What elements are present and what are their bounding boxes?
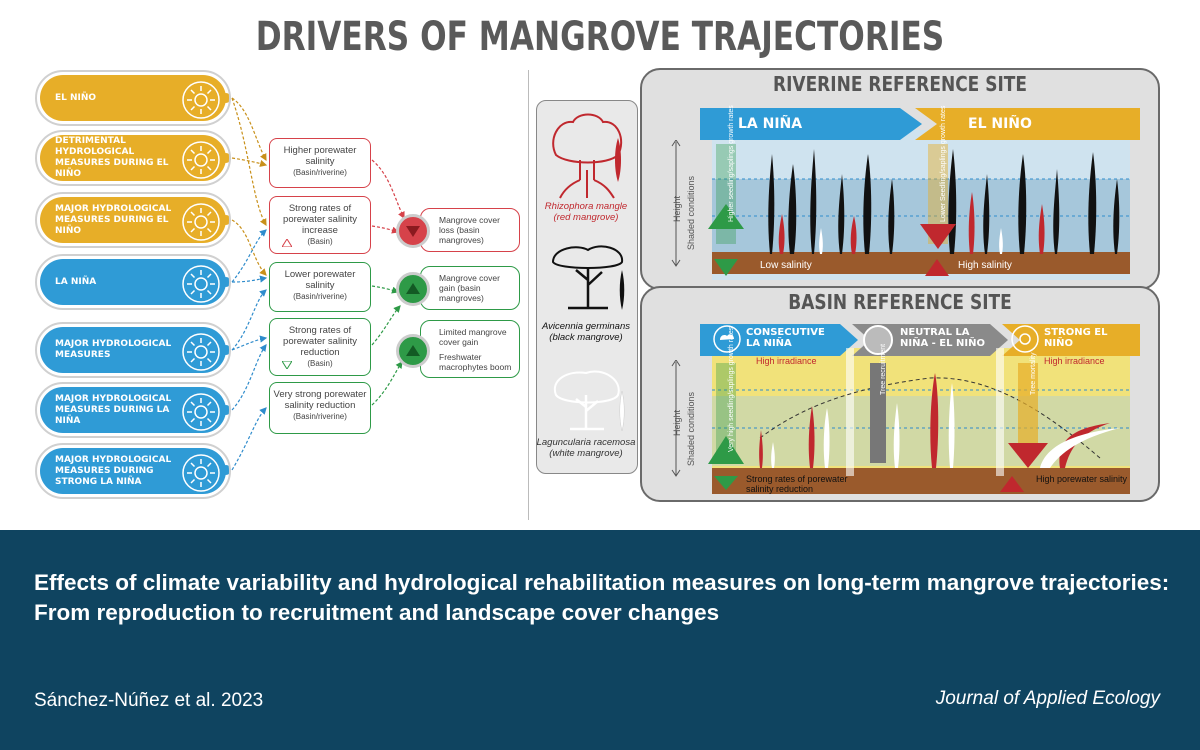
sun-icon [182, 393, 220, 431]
basin-height-axis [671, 360, 681, 477]
driver-major-la-nina: MAJOR HYDROLOGICAL MEASURES DURING LA NI… [35, 382, 231, 438]
effect-label: Strong rates of porewater salinity reduc… [283, 325, 357, 358]
effect-higher-salinity: Higher porewater salinity (Basin/riverin… [269, 138, 371, 188]
species-common-black: (black mangrove) [549, 332, 623, 343]
triangle-down-icon [282, 361, 292, 369]
outcome-label: Limited mangrove cover gain [439, 327, 507, 347]
outcome-limited-gain: Limited mangrove cover gain Freshwater m… [420, 320, 520, 378]
species-common-white: (white mangrove) [549, 448, 623, 459]
effect-sub: (Basin) [307, 237, 333, 246]
sun-icon [182, 81, 220, 119]
riverine-title: RIVERINE REFERENCE SITE [772, 72, 1027, 96]
sun-icon [182, 454, 220, 492]
driver-label: MAJOR HYDROLOGICAL MEASURES DURING STRON… [55, 454, 172, 487]
triangle-up-badge-icon [396, 334, 430, 368]
sun-icon [1011, 325, 1039, 353]
driver-major-hydrological: MAJOR HYDROLOGICAL MEASURES [35, 322, 231, 378]
section-divider [528, 70, 529, 520]
driver-label: MAJOR HYDROLOGICAL MEASURES [55, 339, 172, 360]
sun-icon [182, 141, 220, 179]
basin-irradiance-3: High irradiance [1044, 356, 1105, 366]
triangle-up-icon [282, 239, 292, 247]
basin-col3-label: STRONG EL NIÑO [1044, 327, 1108, 349]
journal-name: Journal of Applied Ecology [935, 688, 1160, 709]
driver-la-nina: LA NIÑA [35, 254, 231, 310]
effect-lower-salinity: Lower porewater salinity (Basin/riverine… [269, 262, 371, 312]
black-mangrove-icon [551, 245, 625, 310]
outcome-label: Mangrove cover gain (basin mangroves) [439, 273, 500, 303]
riverine-la-nina-label: LA NIÑA [738, 116, 803, 132]
effect-label: Lower porewater salinity [284, 269, 356, 291]
driver-label: MAJOR HYDROLOGICAL MEASURES DURING LA NI… [55, 393, 172, 426]
outcome-label-2: Freshwater macrophytes boom [439, 352, 512, 372]
footer-band [0, 530, 1200, 750]
triangle-down-badge-icon [396, 214, 430, 248]
page-title: DRIVERS OF MANGROVE TRAJECTORIES [255, 14, 945, 60]
effect-salinity-increase: Strong rates of porewater salinity incre… [269, 196, 371, 254]
effect-sub: (Basin/riverine) [293, 292, 347, 301]
driver-label: MAJOR HYDROLOGICAL MEASURES DURING EL NI… [55, 203, 172, 236]
basin-bottom-left: Strong rates of porewater salinity reduc… [746, 474, 848, 494]
outcome-cover-gain: Mangrove cover gain (basin mangroves) [420, 266, 520, 310]
effect-sub: (Basin/riverine) [293, 412, 347, 421]
white-mangrove-icon [553, 370, 625, 432]
triangle-up-icon [406, 283, 420, 294]
basin-arrow-3-label: Tree mortality [1030, 352, 1037, 395]
effect-label: Very strong porewater salinity reduction [273, 389, 367, 411]
riverine-arrow-left-label: Higher seedling/saplings growth rates [728, 105, 735, 222]
riverine-height-axis [671, 140, 681, 267]
paper-authors: Sánchez-Núñez et al. 2023 [34, 690, 264, 711]
basin-arrow-2-label: Tree recruitment [880, 343, 887, 395]
basin-arrow-1-label: Very high seedling/saplings growth rates [728, 326, 735, 452]
driver-label: EL NIÑO [55, 92, 97, 103]
riverine-low-salinity: Low salinity [760, 260, 812, 271]
riverine-arrow-right-label: Lower Seedling/saplings growth rates [940, 105, 947, 222]
riverine-high-salinity: High salinity [958, 260, 1012, 271]
effect-label: Higher porewater salinity [283, 145, 357, 167]
driver-major-el-nino: MAJOR HYDROLOGICAL MEASURES DURING EL NI… [35, 192, 231, 248]
effect-sub: (Basin) [307, 359, 333, 368]
red-mangrove-icon [552, 113, 623, 199]
cloud-rain-icon [713, 325, 741, 353]
species-common-red: (red mangrove) [553, 212, 619, 223]
basin-title: BASIN REFERENCE SITE [788, 290, 1012, 314]
basin-irradiance-1: High irradiance [756, 356, 817, 366]
effect-sub: (Basin/riverine) [293, 168, 347, 177]
basin-shaded-label: Shaded conditions [686, 391, 696, 466]
driver-el-nino: EL NIÑO [35, 70, 231, 126]
sun-icon [182, 265, 220, 303]
driver-major-strong-la-nina: MAJOR HYDROLOGICAL MEASURES DURING STRON… [35, 443, 231, 499]
riverine-scene [700, 108, 1140, 280]
paper-title: Effects of climate variability and hydro… [34, 570, 1170, 625]
outcome-cover-loss: Mangrove cover loss (basin mangroves) [420, 208, 520, 252]
triangle-up-icon [406, 345, 420, 356]
sun-icon [182, 203, 220, 241]
species-name-red: Rhizophora mangle [544, 201, 628, 212]
driver-detrimental-el-nino: DETRIMENTAL HYDROLOGICAL MEASURES DURING… [35, 130, 231, 186]
driver-label: LA NIÑA [55, 276, 97, 287]
sun-icon [182, 333, 220, 371]
basin-col2-label: NEUTRAL LA NIÑA - EL NIÑO [900, 327, 985, 349]
species-name-white: Laguncularia racemosa [536, 437, 636, 448]
driver-label: DETRIMENTAL HYDROLOGICAL MEASURES DURING… [55, 136, 169, 179]
triangle-up-badge-icon [396, 272, 430, 306]
outcome-label: Mangrove cover loss (basin mangroves) [439, 215, 500, 245]
basin-col1-label: CONSECUTIVE LA NIÑA [746, 327, 825, 349]
riverine-el-nino-label: EL NIÑO [968, 116, 1032, 132]
basin-bottom-right: High porewater salinity [1036, 474, 1128, 484]
effect-salinity-reduction: Strong rates of porewater salinity reduc… [269, 318, 371, 376]
effect-label: Strong rates of porewater salinity incre… [283, 203, 357, 236]
triangle-down-icon [406, 226, 420, 237]
riverine-shaded-label: Shaded conditions [686, 175, 696, 250]
effect-very-strong-reduction: Very strong porewater salinity reduction… [269, 382, 371, 434]
basin-scene [700, 324, 1140, 494]
species-name-black: Avicennia germinans [541, 321, 630, 332]
